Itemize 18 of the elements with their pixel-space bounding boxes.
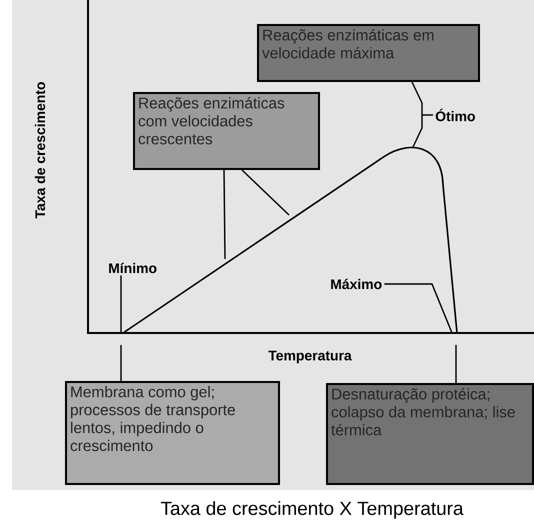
axis-title: Temperatura [268,350,352,364]
leader-line [120,275,122,333]
leader-line [223,170,226,259]
leader-line [242,169,290,216]
text-box: Reações enzimáticas em velocidade máxima [257,24,480,82]
leader-line [411,82,423,148]
curve-label: Máximo [331,278,382,290]
curve-label: Ótimo [436,108,475,122]
leader-line [120,345,122,381]
leader-line [422,114,433,116]
caption: Taxa de crescimento X Temperatura [160,501,464,519]
curve-label: Mínimo [109,262,156,274]
leader-line [384,283,453,334]
axis-title: Taxa de crescimento [34,82,46,218]
text-box: Reações enzimáticas com velocidades crescentes [133,92,320,170]
text-box: Desnaturação protéica; colapso da membrana; lise térmica [326,383,534,485]
text-box: Membrana como gel; processos de transporte lentos, impedindo o crescimento [65,381,280,485]
leader-line [455,345,457,383]
